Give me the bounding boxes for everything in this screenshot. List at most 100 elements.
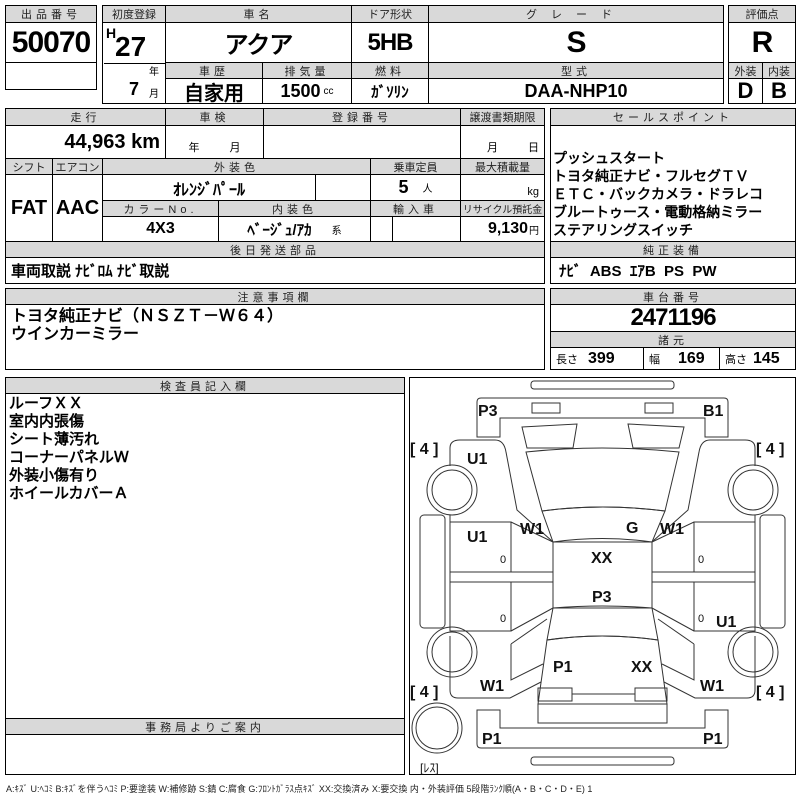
lot-label: 出品番号 [5, 5, 97, 23]
score-label: 評価点 [728, 5, 796, 23]
rear-lights [521, 423, 685, 449]
era: H [106, 25, 117, 41]
headlight-left [537, 687, 573, 702]
lot-empty [5, 62, 97, 90]
transfer-label: 譲渡書類期限 [460, 108, 545, 126]
right-rear-fender [651, 439, 756, 543]
reg-year: 27 [115, 31, 147, 62]
door-mark: 0 [500, 613, 506, 625]
mark: W1 [520, 521, 544, 538]
ext-score-label: 外装 [728, 62, 763, 79]
right-front-door [693, 581, 756, 632]
ac: AAC [52, 174, 103, 242]
tire-depth: [ 4 ] [410, 684, 438, 701]
displacement-value: 1500 [280, 80, 321, 101]
damage-diagram-frame [409, 377, 796, 775]
specs-label: 諸元 [550, 331, 796, 348]
capacity-value: 5 [398, 177, 409, 197]
transfer-date: 月日 [460, 125, 545, 159]
car-damage-diagram: P3 B1 [ 4 ] [ 4 ] [ 4 ] [ 4 ] U1 U1 W1 G… [410, 380, 786, 775]
tire-depth: [ 4 ] [410, 441, 438, 458]
shift-label: シフト [5, 158, 53, 175]
ext-color-extra [315, 174, 371, 201]
left-skirt [419, 514, 446, 629]
left-front-fender [449, 607, 554, 699]
legend: A:ｷｽﾞ U:ﾍｺﾐ B:ｷｽﾞを伴うﾍｺﾐ P:要塗装 W:補修跡 S:錆 … [6, 784, 593, 794]
mileage-label: 走行 [5, 108, 166, 126]
int-color-unit: 系 [331, 225, 342, 237]
sales-point: ＥＴＣ・バックカメラ・ドラレコ [553, 186, 763, 202]
spare-tire [415, 706, 459, 750]
front-bumper [476, 709, 729, 749]
yen-unit: 円 [529, 225, 539, 237]
rear-bar [530, 380, 675, 390]
month-unit: 月 [149, 89, 159, 100]
office-notes [5, 734, 405, 775]
sales-point: プッシュスタート [553, 150, 665, 166]
note-line: トヨタ純正ナビ（ＮＳＺＴ－Ｗ６４） [11, 308, 284, 325]
model-code: DAA-NHP10 [428, 78, 724, 104]
inspector-label: 検査員記入欄 [5, 377, 405, 394]
inspector-notes: ルーフＸＸ 室内内張傷 シート薄汚れ コーナーパネルＷ 外装小傷有り ホイールカ… [5, 393, 405, 719]
grade: S [428, 22, 724, 63]
door-label: ドア形状 [351, 5, 429, 23]
headlight-right [634, 687, 668, 702]
equipment-label: 純正装備 [550, 241, 796, 258]
inspector-line: ホイールカバーＡ [9, 485, 129, 502]
mark: W1 [480, 678, 504, 695]
max-load-label: 最大積載量 [460, 158, 545, 175]
hood [537, 635, 668, 705]
displacement-label: 排気量 [262, 62, 352, 79]
import-label: 輸入車 [370, 200, 461, 217]
inspection-date: 年月 [165, 125, 264, 159]
rear-lamp-right [644, 402, 674, 414]
inspector-line: ルーフＸＸ [9, 395, 84, 412]
person-unit: 人 [422, 184, 433, 195]
ac-label: エアコン [52, 158, 103, 175]
mark: P3 [592, 589, 612, 606]
mark: W1 [660, 521, 684, 538]
mileage: 44,963 km [5, 125, 166, 159]
front-bar [530, 756, 675, 766]
int-color-value: ﾍﾞｰｼﾞｭ/ｱｶ [247, 221, 312, 239]
sales-point: トヨタ純正ナビ・フルセグＴＶ [553, 168, 749, 184]
history-label: 車歴 [165, 62, 263, 79]
left-front-door [449, 581, 512, 632]
tire-front-right [732, 631, 774, 673]
reg-no-label: 登録番号 [263, 108, 461, 126]
right-skirt [759, 514, 786, 629]
ext-color: ｵﾚﾝｼﾞﾊﾟｰﾙ [102, 174, 316, 201]
right-pillar [651, 571, 756, 583]
sales-point: ブルートゥース・電動格納ミラー [553, 204, 763, 220]
ext-score: D [728, 78, 763, 104]
history: 自家用 [165, 78, 263, 104]
insp-month-unit: 月 [229, 142, 241, 154]
tire-front-left [431, 631, 473, 673]
mark: W1 [700, 678, 724, 695]
left-pillar [449, 571, 554, 583]
grille [537, 703, 668, 724]
rear-bumper [476, 397, 729, 438]
tire-rear-right [732, 469, 774, 511]
inspector-line: 室内内張傷 [9, 413, 85, 430]
door-mark: 0 [698, 554, 704, 566]
mark: P1 [553, 659, 573, 676]
reg-month: 7 [129, 79, 140, 99]
tire-depth: [ 4 ] [756, 441, 784, 458]
inspector-line: コーナーパネルＷ [9, 449, 129, 466]
first-reg-cell: H 27 年 7 月 [102, 22, 166, 104]
office-label: 事務局よりご案内 [5, 718, 405, 735]
mark: U1 [467, 529, 488, 546]
mark: B1 [703, 403, 724, 420]
reg-no [263, 125, 461, 159]
inspector-line: 外装小傷有り [9, 467, 100, 484]
int-color: ﾍﾞｰｼﾞｭ/ｱｶ 系 [218, 216, 371, 242]
door-mark: 0 [698, 613, 704, 625]
mark: P1 [703, 731, 723, 748]
rear-roof [541, 506, 666, 543]
